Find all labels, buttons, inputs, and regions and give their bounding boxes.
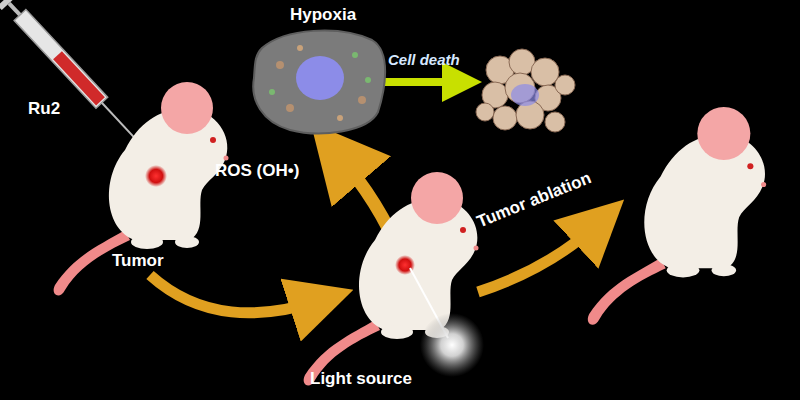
tumor-label: Tumor bbox=[112, 252, 164, 271]
ros-label: ROS (OH•) bbox=[215, 162, 299, 181]
cell-state-label: Hypoxia bbox=[290, 6, 356, 25]
light-label: Light source bbox=[310, 370, 412, 389]
drug-label: Ru2 bbox=[28, 100, 60, 119]
outcome-label: Tumor ablation bbox=[474, 169, 594, 232]
process-label: Cell death bbox=[388, 52, 460, 69]
